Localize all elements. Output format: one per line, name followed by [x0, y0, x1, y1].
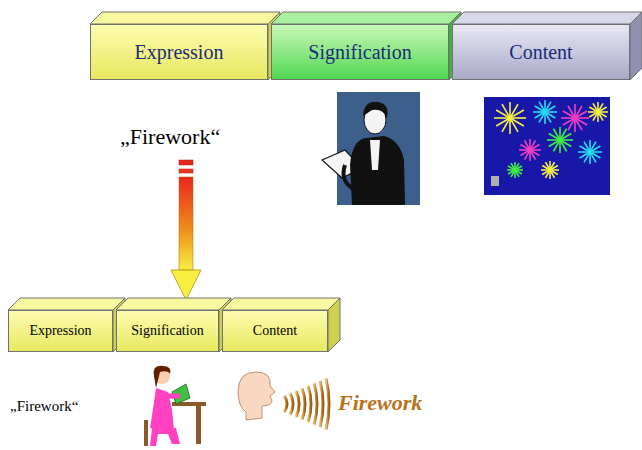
arrow-dash — [179, 169, 193, 173]
firework-ray — [560, 140, 567, 151]
box-label: Content — [253, 323, 297, 339]
box-3d: Content — [452, 24, 630, 80]
firework-ray — [554, 129, 561, 140]
firework-ray — [545, 106, 555, 112]
box-3d: Signification — [271, 24, 449, 80]
shirt — [370, 140, 380, 170]
box-label: Signification — [131, 323, 203, 339]
sound-wave — [290, 394, 293, 415]
sound-wave — [302, 389, 305, 420]
box-3d: Content — [222, 310, 328, 352]
firework-ray — [510, 110, 524, 118]
arm — [344, 165, 368, 188]
box-side-face — [328, 298, 340, 352]
firework-ray — [502, 104, 510, 118]
firework-ray — [539, 102, 545, 112]
firework-ray — [550, 166, 558, 171]
firework-ray — [568, 106, 575, 118]
firework-ray — [545, 112, 551, 122]
firework-ray — [496, 118, 510, 126]
skirt — [150, 428, 180, 446]
picture-ground — [337, 92, 420, 205]
box-3d: Expression — [90, 24, 268, 80]
firework-ray — [580, 152, 590, 158]
quoted-word: „Firework“ — [10, 398, 78, 415]
arm — [166, 394, 180, 399]
firework-ray — [560, 134, 571, 141]
sound-wave — [314, 384, 317, 425]
box-label: Content — [509, 41, 572, 64]
box-top-face — [116, 298, 231, 310]
box-side-face — [630, 12, 642, 80]
reader-picture — [322, 92, 420, 205]
firework-ray — [520, 150, 530, 156]
girl-at-desk — [144, 366, 206, 446]
sound-wave — [284, 396, 287, 412]
vest — [350, 136, 405, 205]
box-top-face — [8, 298, 125, 310]
firework-ray — [535, 112, 545, 118]
firework-ray — [598, 107, 607, 112]
arrow-head — [171, 270, 201, 300]
sound-wave — [296, 391, 299, 417]
firework-ray — [575, 118, 582, 130]
firework-ray — [515, 166, 522, 170]
firework-ray — [584, 142, 590, 152]
hair — [363, 102, 388, 118]
box-label: Expression — [29, 323, 91, 339]
firework-ray — [530, 150, 536, 160]
firework-ray — [575, 111, 587, 118]
firework-ray — [590, 146, 600, 152]
box-top-face — [452, 12, 642, 24]
hair — [154, 366, 171, 388]
speaking-head — [238, 372, 275, 420]
picture-ground — [484, 97, 610, 195]
chair — [144, 420, 148, 446]
box-top-face — [271, 12, 461, 24]
box-top-face — [222, 298, 340, 310]
arrow-dash — [179, 160, 193, 165]
sound-wave — [320, 381, 323, 427]
box-label: Expression — [135, 41, 224, 64]
down-arrow — [171, 160, 201, 300]
spoken-word: Firework — [338, 390, 422, 416]
picture-mark — [491, 176, 499, 186]
fireworks-picture — [484, 97, 610, 195]
arrow-shaft — [179, 177, 193, 270]
quoted-word: „Firework“ — [120, 124, 220, 150]
firework-ray — [530, 145, 540, 151]
desk-leg — [196, 406, 201, 444]
firework-ray — [590, 152, 596, 162]
box-top-face — [90, 12, 280, 24]
box-3d: Signification — [116, 310, 219, 352]
firework-ray — [525, 140, 531, 150]
sound-waves — [284, 379, 329, 430]
sound-wave — [326, 379, 329, 430]
firework-ray — [549, 140, 560, 147]
sound-wave — [308, 386, 311, 422]
firework-ray — [563, 118, 575, 125]
head-profile — [238, 372, 275, 420]
box-label: Signification — [308, 41, 411, 64]
box-3d: Expression — [8, 310, 113, 352]
firework-ray — [510, 118, 518, 132]
